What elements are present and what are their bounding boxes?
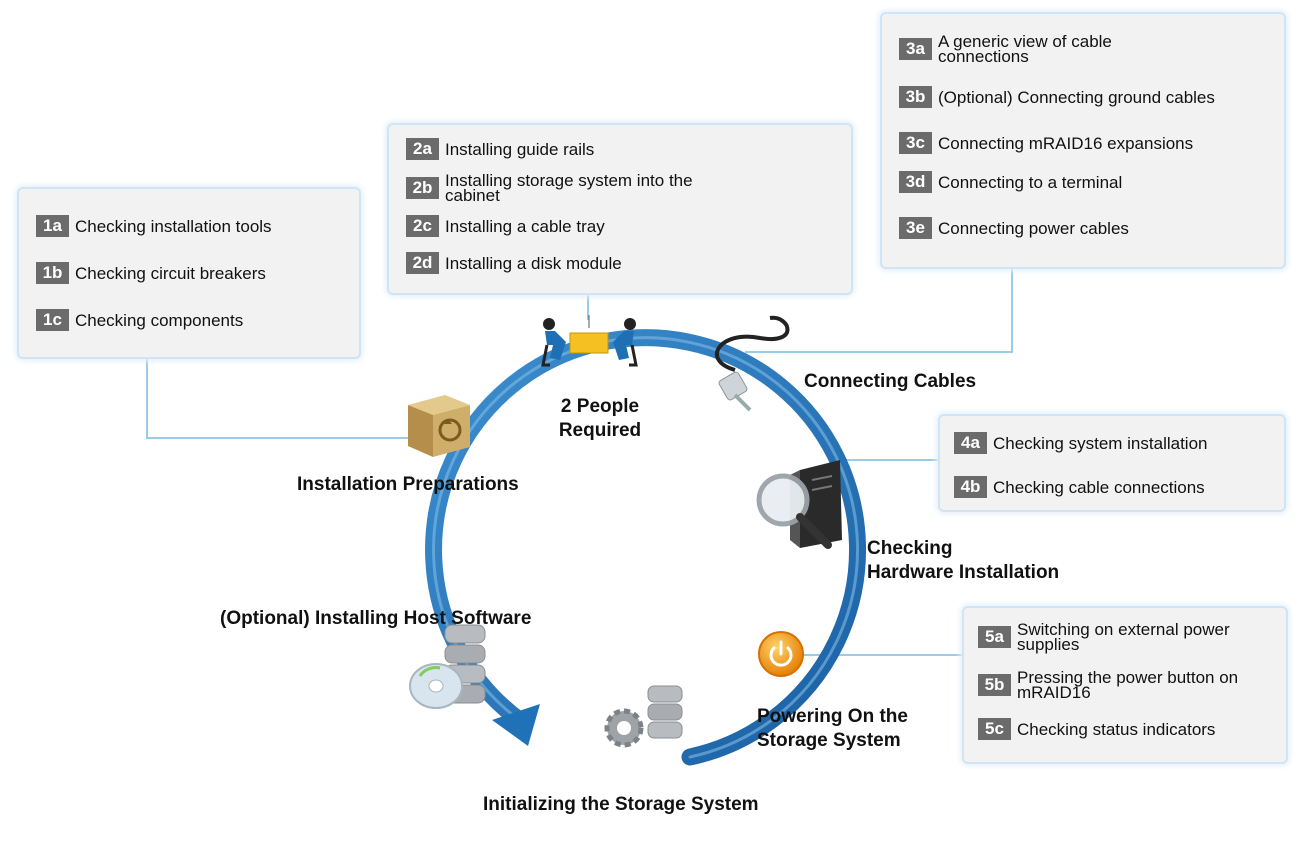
stage-initializing: Initializing the Storage System [483, 794, 759, 815]
list-item: 5a Switching on external power supplies [978, 620, 1247, 654]
stage-two-people-line2: Required [558, 420, 642, 441]
server-gear-icon [604, 685, 683, 748]
step-label: Checking cable connections [993, 477, 1205, 497]
list-item: 1c Checking components [36, 309, 243, 331]
step-badge: 3b [899, 86, 932, 108]
list-item: 4a Checking system installation [954, 432, 1207, 454]
stage-checking-hardware-line1: Checking [867, 538, 953, 559]
stage-checking-hardware: Checking Hardware Installation [867, 537, 1059, 585]
cycle-ring-highlight [432, 336, 860, 759]
list-item: 3d Connecting to a terminal [899, 171, 1122, 193]
stage-two-people-required: 2 People Required [550, 395, 650, 443]
step-badge: 2a [406, 138, 439, 160]
people-lifting-icon [541, 315, 638, 367]
list-item: 4b Checking cable connections [954, 476, 1205, 498]
stage-optional-host-software: (Optional) Installing Host Software [220, 608, 532, 629]
step-badge: 3c [899, 132, 932, 154]
list-item: 1b Checking circuit breakers [36, 262, 266, 284]
disc-server-icon [409, 624, 486, 709]
step-badge: 3a [899, 38, 932, 60]
step-badge: 2d [406, 252, 439, 274]
stage-two-people-line1: 2 People [560, 396, 640, 417]
stage-checking-hardware-line2: Hardware Installation [867, 562, 1060, 583]
power-icon [758, 631, 804, 677]
list-item: 1a Checking installation tools [36, 215, 272, 237]
list-item: 2c Installing a cable tray [406, 215, 605, 237]
box-installation-preparations: 1a Checking installation tools 1b Checki… [17, 187, 361, 359]
step-label: Checking components [75, 310, 244, 330]
step-badge: 5c [978, 718, 1011, 740]
list-item: 2a Installing guide rails [406, 138, 594, 160]
step-badge: 4b [954, 476, 987, 498]
step-label: Installing guide rails [445, 139, 595, 159]
list-item: 3e Connecting power cables [899, 217, 1129, 239]
step-label: Checking system installation [993, 433, 1208, 453]
step-label: Installing a cable tray [445, 216, 605, 236]
step-badge: 1c [36, 309, 69, 331]
stage-connecting-cables: Connecting Cables [804, 371, 977, 392]
step-label: Installing a disk module [445, 253, 622, 273]
step-label: (Optional) Connecting ground cables [938, 87, 1215, 107]
box-checking-hardware: 4a Checking system installation 4b Check… [938, 414, 1286, 512]
step-badge: 1b [36, 262, 69, 284]
list-item: 3a A generic view of cable connections [899, 32, 1168, 66]
step-badge: 3d [899, 171, 932, 193]
step-badge: 2b [406, 177, 439, 199]
list-item: 2b Installing storage system into the ca… [406, 171, 705, 205]
step-label: Switching on external power supplies [1017, 620, 1230, 654]
list-item: 3b (Optional) Connecting ground cables [899, 86, 1238, 108]
connector-box1 [146, 357, 420, 439]
step-label: Connecting mRAID16 expansions [938, 133, 1194, 153]
step-badge: 5a [978, 626, 1011, 648]
box-powering-on: 5a Switching on external power supplies … [962, 606, 1288, 764]
connector-box3 [745, 267, 1013, 353]
step-badge: 2c [406, 215, 439, 237]
list-item: 5b Pressing the power button on mRAID16 [978, 668, 1277, 702]
step-label: Checking circuit breakers [75, 263, 266, 283]
box-connecting-cables: 3a A generic view of cable connections 3… [880, 12, 1286, 269]
list-item: 5c Checking status indicators [978, 718, 1215, 740]
stage-powering-on-line2: Storage System [757, 730, 901, 751]
step-label: Checking status indicators [1017, 719, 1216, 739]
cycle-arrowhead [492, 704, 540, 746]
box-icon [408, 395, 470, 457]
stage-installation-preparations: Installation Preparations [297, 474, 519, 495]
stage-powering-on-line1: Powering On the [757, 706, 908, 727]
magnifier-server-icon [756, 460, 842, 549]
box-installing-storage-system: 2a Installing guide rails 2b Installing … [387, 123, 853, 295]
stage-powering-on: Powering On the Storage System [757, 705, 908, 753]
step-label: Connecting to a terminal [938, 172, 1123, 192]
step-label: Installing storage system into the cabin… [445, 171, 693, 205]
step-label: A generic view of cable connections [938, 32, 1112, 66]
step-label: Checking installation tools [75, 216, 272, 236]
step-badge: 5b [978, 674, 1011, 696]
step-badge: 4a [954, 432, 987, 454]
list-item: 2d Installing a disk module [406, 252, 622, 274]
step-badge: 3e [899, 217, 932, 239]
step-badge: 1a [36, 215, 69, 237]
step-label: Pressing the power button on mRAID16 [1017, 668, 1239, 702]
cable-icon [714, 315, 790, 412]
step-label: Connecting power cables [938, 218, 1129, 238]
list-item: 3c Connecting mRAID16 expansions [899, 132, 1193, 154]
